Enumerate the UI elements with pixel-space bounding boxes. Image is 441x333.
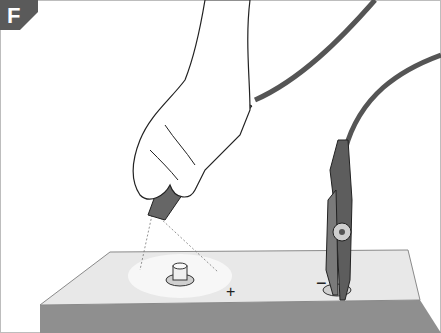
battery-top — [40, 250, 420, 305]
panel-letter: F — [7, 5, 20, 27]
panel-badge — [0, 0, 38, 30]
polarity-sign: + — [226, 284, 235, 300]
cable — [255, 0, 375, 100]
polarity-sign: − — [316, 274, 327, 292]
hand — [133, 0, 250, 199]
highlight — [128, 254, 232, 298]
cable — [345, 55, 441, 150]
battery-front — [40, 300, 441, 333]
